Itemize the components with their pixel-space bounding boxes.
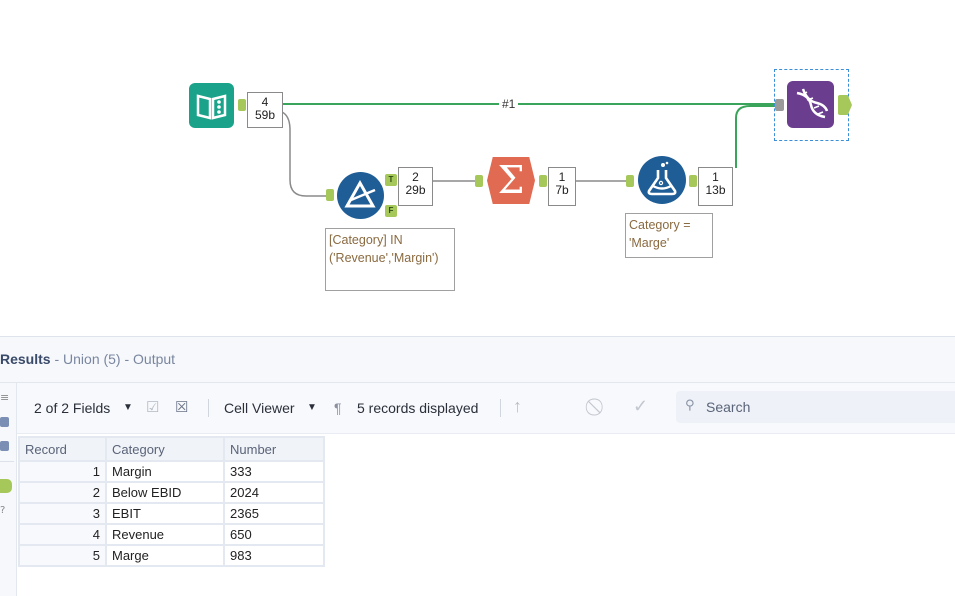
records-displayed: 5 records displayed (357, 400, 479, 416)
input-output-anchor[interactable] (238, 99, 246, 111)
formula-output-anchor[interactable] (689, 175, 697, 187)
filter-input-anchor[interactable] (326, 189, 334, 201)
formula-annotation: Category = 'Marge' (625, 213, 713, 258)
output-anchor-icon[interactable] (0, 479, 12, 493)
cell-number[interactable]: 2024 (223, 481, 325, 504)
column-header-category[interactable]: Category (105, 436, 225, 462)
cell-record[interactable]: 4 (18, 523, 107, 546)
table-row[interactable]: 1 Margin 333 (18, 460, 325, 483)
cell-viewer-dropdown[interactable]: Cell Viewer (224, 400, 295, 416)
formula-record-badge: 1 13b (698, 167, 733, 206)
input-record-badge: 4 59b (247, 92, 283, 128)
union-tool[interactable] (787, 81, 834, 128)
results-sidebar: ≡ ? (0, 383, 17, 596)
book-input-icon (196, 94, 227, 120)
formula-tool[interactable] (638, 156, 686, 204)
cell-number[interactable]: 2365 (223, 502, 325, 525)
menu-icon[interactable]: ≡ (0, 391, 10, 404)
pilcrow-icon[interactable]: ¶ (334, 400, 342, 416)
dna-icon (796, 88, 829, 119)
sigma-icon: Σ (497, 158, 525, 202)
table-row[interactable]: 5 Marge 983 (18, 544, 325, 567)
cell-category[interactable]: EBIT (105, 502, 225, 525)
summarize-input-anchor[interactable] (475, 175, 483, 187)
filter-annotation: [Category] IN ('Revenue','Margin') (325, 228, 455, 291)
filter-true-anchor[interactable]: T (385, 174, 397, 186)
input-anchor-icon-2[interactable] (0, 441, 9, 451)
connection-label-1: #1 (499, 97, 519, 111)
cell-category[interactable]: Marge (105, 544, 225, 567)
results-table: Record Category Number 1 Margin 333 2 Be… (18, 436, 325, 567)
filter-triangle-icon (344, 179, 376, 208)
connection-input-to-filter[interactable] (281, 111, 326, 197)
summarize-record-badge: 1 7b (548, 167, 576, 206)
column-header-number[interactable]: Number (223, 436, 325, 462)
cell-category[interactable]: Below EBID (105, 481, 225, 504)
sidebar-divider (0, 461, 14, 462)
connection-formula-to-union[interactable] (735, 105, 775, 168)
cell-category[interactable]: Margin (105, 460, 225, 483)
summarize-output-anchor[interactable] (539, 175, 547, 187)
column-header-record[interactable]: Record (18, 436, 107, 462)
filter-tool[interactable] (337, 172, 384, 219)
results-title: Results - Union (5) - Output (0, 351, 176, 367)
table-row[interactable]: 4 Revenue 650 (18, 523, 325, 546)
cell-record[interactable]: 5 (18, 544, 107, 567)
toolbar-divider-2 (500, 399, 501, 417)
check-fields-icon[interactable]: ☑ (146, 399, 160, 416)
input-anchor-icon[interactable] (0, 417, 9, 427)
cell-number[interactable]: 333 (223, 460, 325, 483)
cell-viewer-chevron-down-icon[interactable]: ▼ (307, 402, 317, 413)
union-input-anchor[interactable] (775, 99, 784, 111)
cell-record[interactable]: 3 (18, 502, 107, 525)
search-input[interactable]: ⚲ Search (676, 391, 955, 423)
results-panel: Results - Union (5) - Output ≡ ? 2 of 2 … (0, 336, 955, 596)
search-placeholder: Search (706, 399, 751, 415)
filter-record-badge: 2 29b (398, 167, 433, 206)
formula-input-anchor[interactable] (626, 175, 634, 187)
results-toolbar: 2 of 2 Fields ▼ ☑ ☒ Cell Viewer ▼ ¶ 5 re… (17, 383, 955, 434)
help-icon[interactable]: ? (0, 505, 6, 516)
results-header: Results - Union (5) - Output (0, 337, 955, 383)
flask-icon (647, 161, 677, 196)
fields-chevron-down-icon[interactable]: ▼ (123, 402, 133, 413)
table-row[interactable]: 3 EBIT 2365 (18, 502, 325, 525)
toolbar-divider (208, 399, 209, 417)
cell-record[interactable]: 1 (18, 460, 107, 483)
results-grid: Record Category Number 1 Margin 333 2 Be… (17, 434, 955, 596)
deselect-fields-icon[interactable]: ☒ (175, 399, 189, 416)
filter-false-anchor[interactable]: F (385, 205, 397, 217)
workflow-canvas[interactable]: #1 #2 4 59b T F 2 29b [Category] IN ('Re… (0, 0, 955, 336)
connections-layer (281, 103, 775, 197)
arrow-up-icon[interactable]: ↑ (513, 396, 522, 416)
fields-dropdown[interactable]: 2 of 2 Fields (34, 400, 111, 416)
input-data-tool[interactable] (189, 83, 234, 128)
summarize-tool[interactable]: Σ (487, 157, 535, 204)
cell-category[interactable]: Revenue (105, 523, 225, 546)
cell-number[interactable]: 650 (223, 523, 325, 546)
cell-record[interactable]: 2 (18, 481, 107, 504)
cell-number[interactable]: 983 (223, 544, 325, 567)
union-output-anchor[interactable] (838, 95, 852, 115)
table-header-row: Record Category Number (18, 436, 325, 462)
checkmark-icon[interactable]: ✓ (633, 396, 649, 416)
table-row[interactable]: 2 Below EBID 2024 (18, 481, 325, 504)
search-icon: ⚲ (685, 398, 695, 413)
